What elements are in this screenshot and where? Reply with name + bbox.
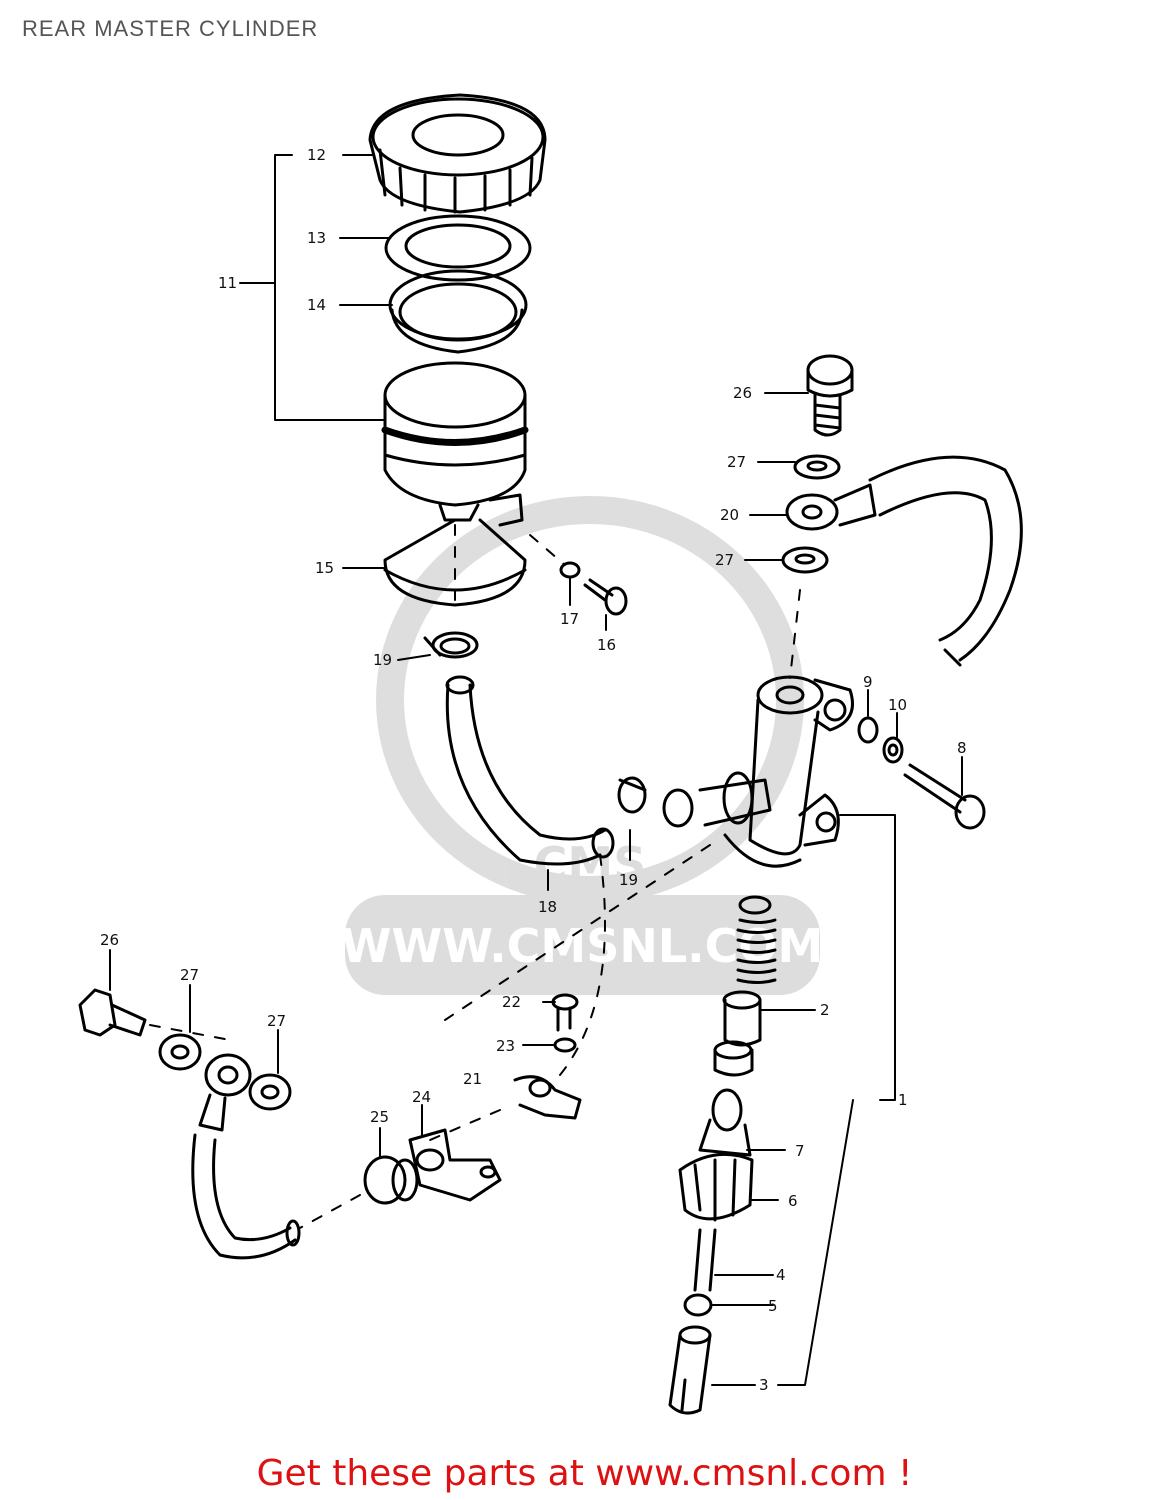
callout-11: 11 (218, 274, 237, 292)
leader-lines (109, 154, 963, 1386)
callout-23: 23 (496, 1037, 515, 1055)
watermark: WWW.CMSNL.COM CMS (341, 496, 824, 995)
callout-14: 14 (307, 296, 326, 314)
hose-clamp-mid (617, 776, 647, 814)
diaphragm (388, 269, 528, 354)
callout-27-top-a: 27 (727, 453, 746, 471)
callout-19-mid: 19 (619, 871, 638, 889)
callout-13: 13 (307, 229, 326, 247)
dust-boot (678, 1088, 754, 1222)
callout-16: 16 (597, 636, 616, 654)
callout-12: 12 (307, 146, 326, 164)
hose-clamp-21 (513, 1075, 582, 1120)
hose-bracket (408, 1128, 502, 1202)
callout-18: 18 (538, 898, 557, 916)
callout-24: 24 (412, 1088, 431, 1106)
callout-10: 10 (888, 696, 907, 714)
brake-hose-top (785, 455, 1023, 667)
callout-27-left-a: 27 (180, 966, 199, 984)
callout-19-top: 19 (373, 651, 392, 669)
brake-hose-lower (191, 1053, 301, 1260)
callout-5: 5 (768, 1297, 778, 1315)
callout-15: 15 (315, 559, 334, 577)
callout-27-top-b: 27 (715, 551, 734, 569)
reservoir-tank (381, 361, 529, 527)
callout-labels: 26 27 27 12 13 14 11 15 19 17 16 26 27 2… (100, 146, 967, 1394)
diaphragm-plate (384, 214, 532, 282)
callout-26-top: 26 (733, 384, 752, 402)
hose-clamp-top (423, 631, 479, 659)
banjo-bolt-top (806, 354, 854, 437)
callout-22: 22 (502, 993, 521, 1011)
callout-3: 3 (759, 1376, 769, 1394)
footer-link[interactable]: Get these parts at www.cmsnl.com ! (256, 1453, 913, 1494)
callout-1: 1 (898, 1091, 908, 1109)
banjo-bolt-left (78, 988, 147, 1037)
screw-16 (583, 578, 628, 616)
master-cylinder-body (662, 675, 854, 868)
grommet (363, 1155, 419, 1205)
callout-27-left-b: 27 (267, 1012, 286, 1030)
watermark-url: WWW.CMSNL.COM (341, 919, 824, 973)
piston-spring (713, 895, 777, 1077)
screw-22 (551, 993, 579, 1032)
callout-21: 21 (463, 1070, 482, 1088)
callout-4: 4 (776, 1266, 786, 1284)
page-title: REAR MASTER CYLINDER (22, 16, 319, 41)
reservoir-band (383, 518, 527, 607)
callout-8: 8 (957, 739, 967, 757)
callout-25: 25 (370, 1108, 389, 1126)
assembly-lines (149, 524, 801, 1229)
reservoir-cap (368, 93, 547, 214)
callout-9: 9 (863, 673, 873, 691)
clevis (668, 1325, 712, 1415)
callout-20: 20 (720, 506, 739, 524)
callout-6: 6 (788, 1192, 798, 1210)
callout-2: 2 (820, 1001, 830, 1019)
callout-17: 17 (560, 610, 579, 628)
callout-7: 7 (795, 1142, 805, 1160)
pushrod (693, 1228, 717, 1292)
bolt-8 (903, 763, 986, 830)
callout-26-left: 26 (100, 931, 119, 949)
reservoir-hose (445, 675, 615, 866)
